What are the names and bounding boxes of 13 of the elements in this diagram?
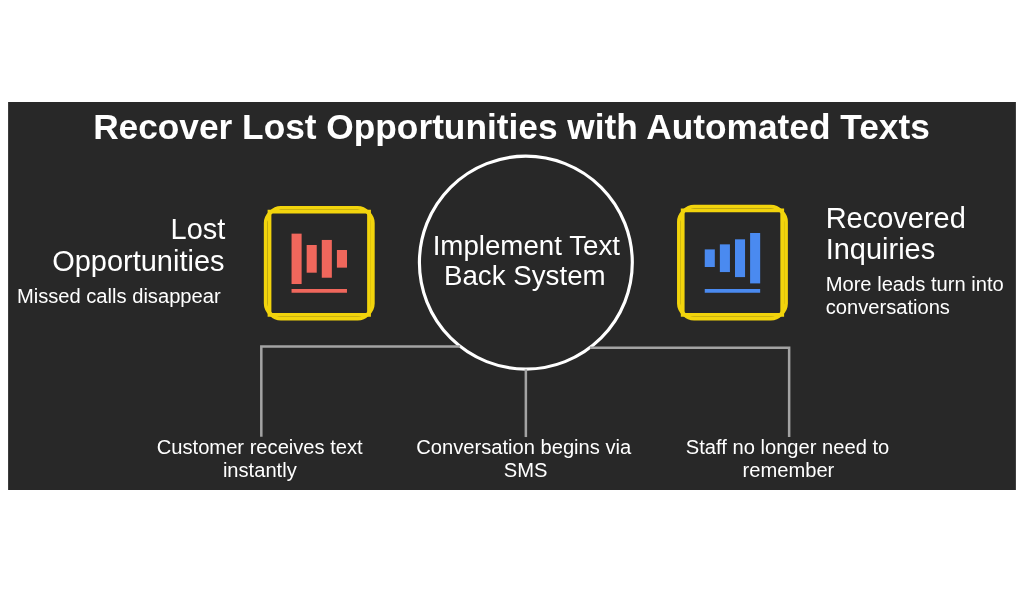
diagram-title: Recover Lost Opportunities with Automated Texts — [93, 107, 930, 147]
connector — [524, 369, 528, 438]
node-box — [263, 205, 375, 321]
node-text: Conversation begins via SMS — [416, 436, 632, 482]
node-label: Missed calls disappear — [16, 284, 221, 307]
node-circle: Implement Text Back System — [417, 154, 634, 371]
node-label: Lost Opportunities — [52, 213, 226, 277]
node-text: Staff no longer need to remember — [685, 436, 890, 482]
node-text: Customer receives text instantly — [156, 436, 363, 482]
connector — [589, 346, 791, 437]
node-label: More leads turn into conversations — [825, 273, 1004, 319]
node-label: Recovered Inquiries — [825, 201, 966, 266]
connector — [260, 345, 461, 437]
